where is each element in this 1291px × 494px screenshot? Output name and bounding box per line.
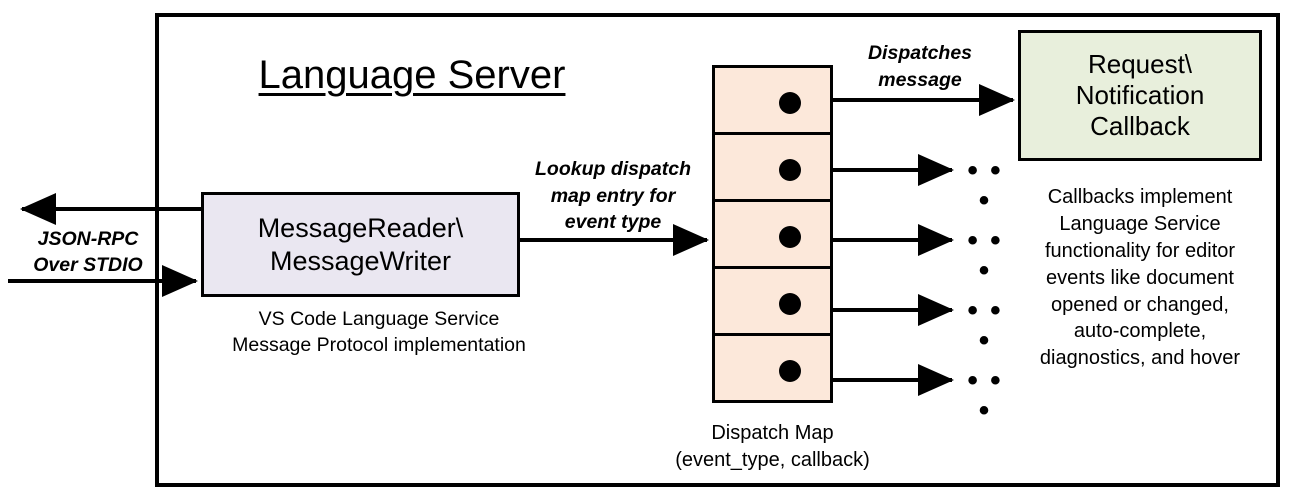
request-notification-callback-box[interactable]: Request\ Notification Callback: [1018, 30, 1262, 161]
lookup-dispatch-label: Lookup dispatch map entry for event type: [535, 158, 691, 234]
language-server-boundary: [155, 13, 1280, 487]
dispatch-entry-dot-icon: [779, 159, 801, 181]
dispatch-entry-dot-icon: [779, 293, 801, 315]
ellipsis-row-3: • • •: [967, 224, 1003, 287]
dispatch-map-table[interactable]: [712, 65, 833, 415]
message-reader-writer-label: MessageReader\ MessageWriter: [257, 212, 464, 276]
dispatch-map-row[interactable]: [712, 65, 833, 135]
dispatch-map-row[interactable]: [712, 266, 833, 336]
message-reader-writer-box[interactable]: MessageReader\ MessageWriter: [201, 192, 520, 297]
dispatch-entry-dot-icon: [779, 360, 801, 382]
dispatch-map-row[interactable]: [712, 132, 833, 202]
dispatch-map-caption: Dispatch Map (event_type, callback): [675, 422, 870, 471]
ellipsis-row-4: • • •: [967, 294, 1003, 357]
request-notification-callback-label: Request\ Notification Callback: [1075, 49, 1205, 141]
dispatches-message-label: Dispatches message: [867, 42, 973, 91]
ellipsis-row-2: • • •: [967, 154, 1003, 217]
dispatch-entry-dot-icon: [779, 226, 801, 248]
message-reader-writer-caption: VS Code Language Service Message Protoco…: [232, 308, 526, 356]
dispatch-entry-dot-icon: [779, 92, 801, 114]
callback-description-caption: Callbacks implement Language Service fun…: [1039, 186, 1241, 370]
jsonrpc-transport-label: JSON-RPC Over STDIO: [33, 228, 143, 277]
dispatch-map-row[interactable]: [712, 333, 833, 403]
dispatch-map-row[interactable]: [712, 199, 833, 269]
ellipsis-row-5: • • •: [967, 364, 1003, 427]
page-title: Language Server: [258, 53, 566, 97]
